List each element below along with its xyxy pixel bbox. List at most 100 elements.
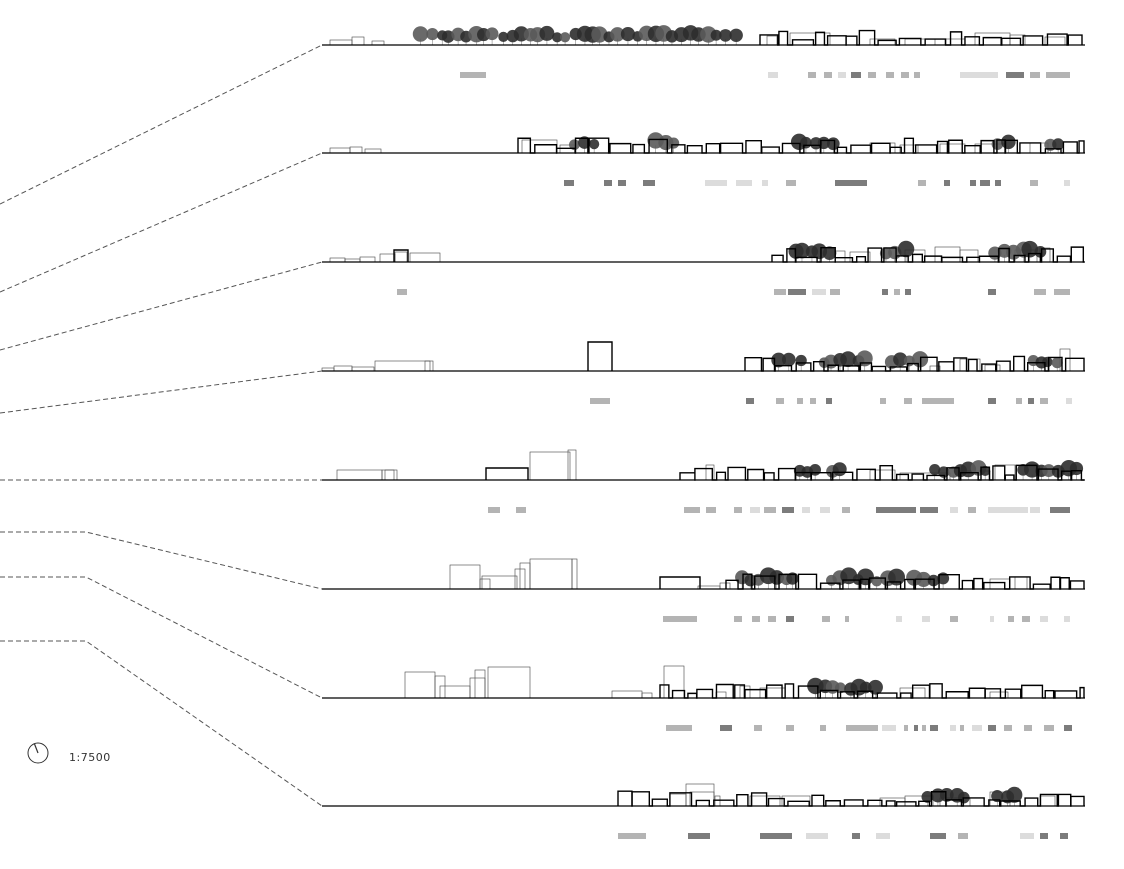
analysis-bar	[905, 289, 911, 295]
analysis-bar	[1020, 833, 1034, 839]
analysis-bar	[666, 725, 692, 731]
tree-canopy	[781, 352, 796, 367]
analysis-bar	[1028, 398, 1034, 404]
analysis-bar	[1004, 725, 1012, 731]
analysis-bar	[876, 507, 916, 513]
leader-line	[0, 152, 323, 293]
analysis-bar	[1060, 833, 1068, 839]
tree-canopy	[1006, 786, 1023, 803]
analysis-bar	[988, 725, 996, 731]
section-leader-lines	[0, 44, 323, 807]
elevation-section	[322, 783, 1085, 839]
building-outline	[934, 246, 961, 263]
analysis-bar	[968, 507, 976, 513]
analysis-bar	[1064, 725, 1072, 731]
analysis-bar	[705, 180, 727, 186]
analysis-bar	[988, 398, 996, 404]
building-outline	[869, 142, 896, 154]
analysis-bar	[1066, 398, 1072, 404]
analysis-bar	[820, 507, 830, 513]
tree-canopy	[856, 350, 873, 367]
analysis-bar	[922, 725, 926, 731]
analysis-bar	[918, 180, 926, 186]
building-outline	[1039, 795, 1056, 807]
analysis-bar	[826, 398, 832, 404]
leader-line	[0, 370, 323, 414]
analysis-bar	[922, 616, 930, 622]
analysis-bar	[802, 507, 810, 513]
analysis-bar	[882, 289, 888, 295]
analysis-bar	[1008, 616, 1014, 622]
building-outline	[374, 360, 431, 372]
analysis-bar	[684, 507, 700, 513]
skyline-silhouette	[659, 683, 1085, 699]
building-outline	[404, 671, 436, 699]
tree-canopy	[1042, 464, 1056, 478]
building-outline	[669, 793, 687, 807]
analysis-bar	[764, 507, 776, 513]
analysis-bar	[852, 833, 860, 839]
elevation-section	[322, 25, 1085, 78]
building-outline	[329, 147, 351, 154]
analysis-bar	[734, 507, 742, 513]
building-outline	[449, 564, 481, 590]
skyline-silhouette	[517, 137, 1085, 154]
building-outline	[939, 143, 966, 154]
analysis-bar	[688, 833, 710, 839]
analysis-bar	[806, 833, 828, 839]
building-outline	[974, 32, 1011, 46]
tree-canopy	[991, 789, 1004, 803]
analysis-bar	[950, 507, 958, 513]
building-outline	[521, 139, 558, 154]
tree-canopy	[1069, 461, 1084, 476]
analysis-bar	[960, 725, 964, 731]
elevation-section	[321, 341, 1085, 404]
analysis-bar	[972, 725, 982, 731]
tree-canopy	[795, 354, 807, 367]
analysis-bar	[1016, 398, 1022, 404]
tree-canopy	[426, 27, 439, 41]
tree-canopy	[921, 790, 934, 803]
building-outline	[571, 558, 578, 590]
building-outline	[663, 665, 685, 699]
analysis-bar	[995, 180, 1001, 186]
analysis-bar	[706, 507, 716, 513]
tree-canopy	[897, 240, 915, 258]
tree-canopy	[893, 352, 908, 367]
tree-canopy	[589, 139, 600, 150]
leader-line	[0, 44, 323, 205]
analysis-bar	[1024, 725, 1032, 731]
analysis-bar	[750, 507, 760, 513]
tree-canopy	[559, 32, 571, 43]
tree-canopy	[980, 465, 991, 477]
analysis-bar	[786, 616, 794, 622]
building-outline	[1014, 576, 1028, 590]
tree-canopy	[668, 137, 680, 149]
analysis-bar	[901, 72, 909, 78]
analysis-bar	[914, 72, 920, 78]
analysis-bar	[590, 398, 610, 404]
tree-canopy	[569, 139, 580, 151]
tree-canopy	[1042, 356, 1053, 368]
analysis-bar	[604, 180, 612, 186]
elevation-section	[322, 665, 1085, 731]
building-outline	[394, 251, 408, 263]
tree-canopy	[620, 27, 636, 42]
analysis-bar	[922, 398, 954, 404]
analysis-bar	[1040, 398, 1048, 404]
analysis-bar	[930, 725, 938, 731]
building-outline	[349, 146, 363, 154]
building-outline	[474, 669, 486, 699]
tree-canopy	[441, 30, 455, 43]
tree-canopy	[412, 26, 429, 42]
analysis-bar	[846, 725, 878, 731]
analysis-bar	[958, 833, 968, 839]
analysis-bar	[988, 507, 1028, 513]
building-outline	[567, 449, 577, 481]
analysis-bar	[1030, 72, 1040, 78]
analysis-bar	[920, 507, 938, 513]
analysis-bar	[754, 725, 762, 731]
building-outline	[869, 469, 896, 481]
tree-canopy	[832, 462, 847, 477]
